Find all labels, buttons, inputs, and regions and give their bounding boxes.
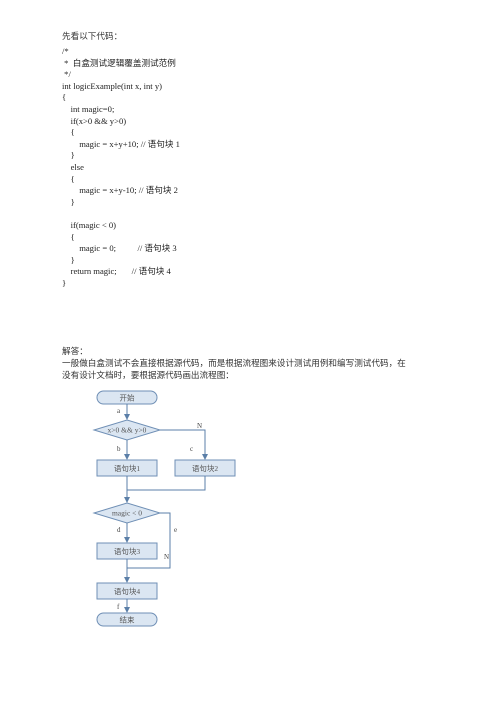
end-label: 结束 <box>120 615 135 625</box>
edge-d-label: d <box>117 526 121 534</box>
edge-no-1-label: N <box>197 422 202 430</box>
code-line: magic = 0; // 语句块 3 <box>62 243 177 254</box>
decision-1-label: x>0 && y>0 <box>108 426 147 435</box>
code-line: int magic=0; <box>62 103 115 114</box>
code-line: * 白盒测试逻辑覆盖测试范例 <box>62 57 176 68</box>
code-listing: /* * 白盒测试逻辑覆盖测试范例 */int logicExample(int… <box>62 46 180 289</box>
block-3-label: 语句块3 <box>114 546 140 556</box>
edge-no-2-label: N <box>164 553 169 561</box>
code-line: magic = x+y+10; // 语句块 1 <box>62 138 180 149</box>
edge-f-label: f <box>117 603 120 611</box>
intro-text: 先看以下代码： <box>62 32 123 42</box>
code-line: return magic; // 语句块 4 <box>62 266 171 277</box>
answer-paragraph-line-1: 一般做白盒测试不会直接根据源代码，而是根据流程图来设计测试用例和编写测试代码，在 <box>62 359 406 369</box>
block-2-label: 语句块2 <box>192 463 218 473</box>
code-line: magic = x+y-10; // 语句块 2 <box>62 185 178 196</box>
code-line: } <box>62 150 75 161</box>
edge-block2-merge <box>127 476 206 491</box>
answer-section: 解答： 一般做白盒测试不会直接根据源代码，而是根据流程图来设计测试用例和编写测试… <box>62 346 442 382</box>
block-1-label: 语句块1 <box>114 463 140 473</box>
edge-c <box>160 429 208 460</box>
code-line: /* <box>62 46 69 56</box>
code-line: } <box>62 254 75 265</box>
edge-a-label: a <box>117 407 121 415</box>
code-line: else <box>62 161 84 172</box>
edge-e <box>127 512 171 569</box>
code-line: int logicExample(int x, int y) <box>62 80 163 91</box>
code-line: } <box>62 277 67 288</box>
start-label: 开始 <box>120 393 135 403</box>
edge-b-label: b <box>117 445 121 453</box>
end-node <box>96 612 158 627</box>
code-line: { <box>62 127 75 138</box>
decision-2-label: magic < 0 <box>112 509 142 518</box>
code-line: */ <box>62 69 71 80</box>
code-line: if(x>0 && y>0) <box>62 115 127 126</box>
code-line: { <box>62 231 75 242</box>
answer-paragraph-line-2: 没有设计文档时，要根据源代码画出流程图： <box>62 371 234 381</box>
code-line: if(magic < 0) <box>62 219 117 230</box>
block-4-label: 语句块4 <box>114 586 140 596</box>
code-line: } <box>62 196 75 207</box>
answer-title: 解答： <box>62 347 88 357</box>
code-line: { <box>62 92 67 103</box>
edge-e-label: e <box>174 526 177 534</box>
code-line: { <box>62 173 75 184</box>
edge-c-label: c <box>190 445 193 453</box>
